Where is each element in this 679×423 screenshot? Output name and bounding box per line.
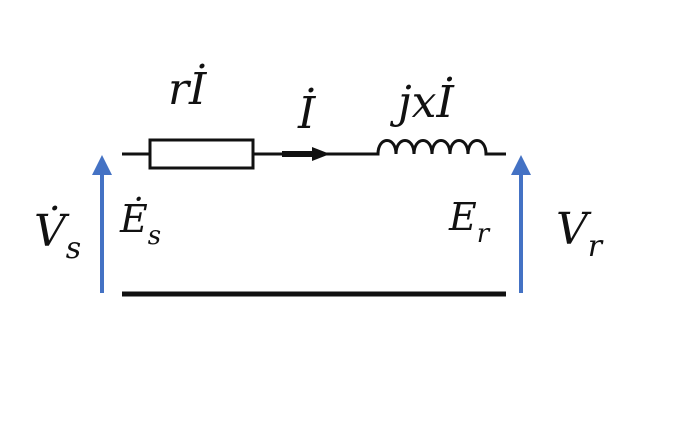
label-er: Er [448, 195, 491, 249]
label-reactance-drop: jxİ [389, 75, 455, 128]
label-es: Ės [119, 197, 161, 251]
label-resistor-drop: rİ [168, 62, 208, 115]
label-current: İ [297, 86, 317, 139]
resistor [148, 138, 255, 170]
current-arrow [282, 147, 330, 161]
label-vs: V̇s [34, 204, 81, 266]
label-vr: Vr [556, 204, 604, 264]
inductor [350, 139, 506, 156]
